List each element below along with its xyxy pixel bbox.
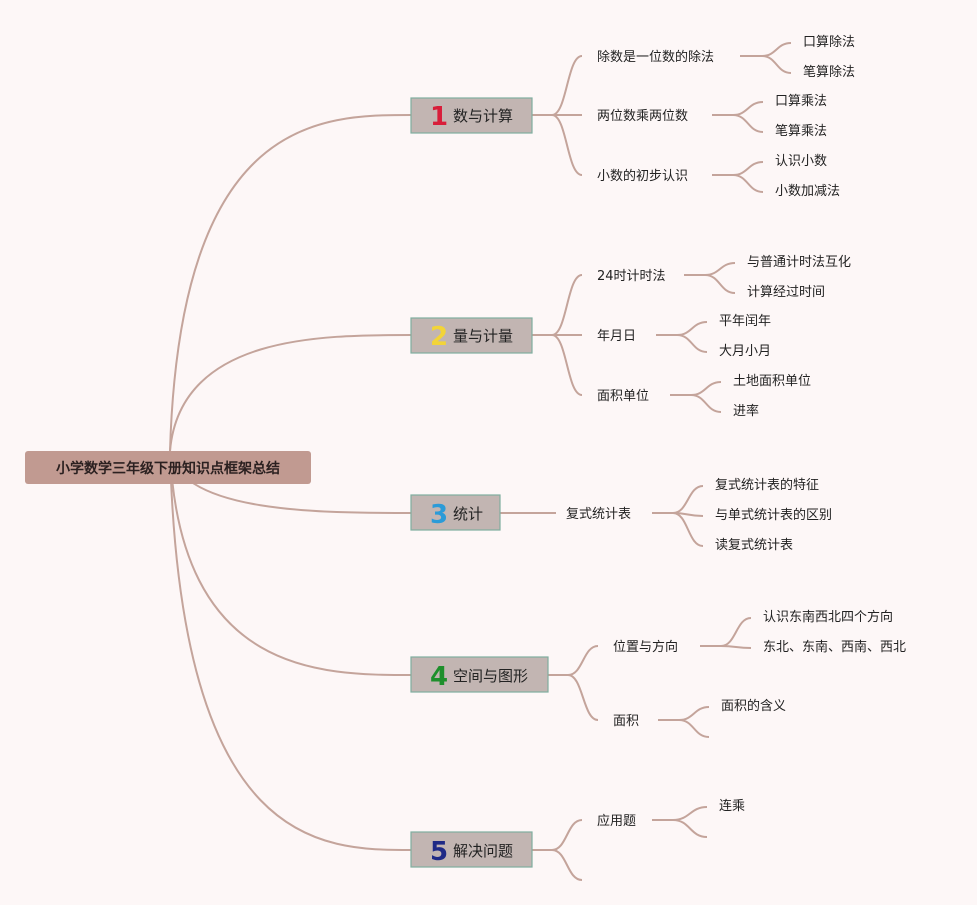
subtopic-4-2-to-leaf-1-line — [678, 706, 710, 721]
subtopic-1-2-to-leaf-1-line — [732, 101, 764, 116]
root-node[interactable]: 小学数学三年级下册知识点框架总结 — [25, 451, 311, 484]
connector-lines — [169, 42, 792, 881]
subtopic-3-1-to-leaf-1-line — [672, 485, 704, 514]
leaf-label[interactable]: 面积的含义 — [721, 698, 786, 714]
subtopic-label[interactable]: 应用题 — [597, 813, 636, 829]
subtopic-label[interactable]: 小数的初步认识 — [597, 168, 688, 184]
category-node-2[interactable]: 2 量与计量 — [410, 317, 533, 354]
subtopic-label[interactable]: 年月日 — [597, 329, 636, 344]
leaf-label[interactable]: 读复式统计表 — [715, 538, 793, 553]
subtopic-5-1-to-leaf-2-line — [672, 819, 708, 838]
leaf-label[interactable]: 笔算乘法 — [775, 123, 827, 139]
root-node-title: 小学数学三年级下册知识点框架总结 — [56, 460, 280, 477]
category-4-to-subtopic-1-line — [567, 645, 599, 676]
category-number-badge: 4 — [430, 662, 448, 692]
root-node-box — [25, 451, 311, 484]
category-4-to-subtopic-2-line — [567, 674, 599, 721]
category-5-to-subtopic-1-line — [551, 819, 583, 851]
category-number-badge: 3 — [430, 500, 448, 530]
subtopic-4-2-to-leaf-2-line — [678, 719, 710, 738]
root-to-category-2-line — [169, 334, 412, 452]
subtopic-label[interactable]: 面积 — [613, 714, 639, 729]
category-node-box — [410, 831, 533, 868]
subtopic-4-1-to-leaf-2-line — [720, 645, 752, 649]
category-number-badge: 2 — [430, 322, 448, 352]
subtopic-2-1-to-leaf-2-line — [704, 274, 736, 294]
leaf-label[interactable]: 口算乘法 — [775, 94, 827, 109]
subtopic-2-3-to-leaf-2-line — [690, 394, 722, 413]
subtopic-2-2-to-leaf-2-line — [676, 334, 708, 353]
category-node-box — [410, 97, 533, 134]
category-node-5[interactable]: 5 解决问题 — [410, 831, 533, 868]
subtopic-3-1-to-leaf-3-line — [672, 512, 704, 547]
leaf-label[interactable]: 连乘 — [719, 798, 745, 814]
leaf-label[interactable]: 复式统计表的特征 — [715, 477, 819, 493]
subtopic-4-1-to-leaf-1-line — [720, 617, 752, 647]
category-number-badge: 1 — [430, 102, 448, 132]
category-label: 统计 — [453, 505, 483, 523]
category-node-4[interactable]: 4 空间与图形 — [410, 656, 549, 693]
category-number-badge: 5 — [430, 837, 448, 867]
category-2-to-subtopic-3-line — [551, 334, 583, 396]
leaf-label[interactable]: 大月小月 — [719, 344, 771, 359]
leaf-label[interactable]: 土地面积单位 — [733, 374, 811, 389]
category-label: 数与计算 — [453, 107, 513, 125]
subtopic-label[interactable]: 24时计时法 — [597, 269, 666, 284]
leaf-nodes: 口算除法笔算除法口算乘法笔算乘法认识小数小数加减法与普通计时法互化计算经过时间平… — [715, 35, 906, 814]
category-1-to-subtopic-3-line — [551, 114, 583, 176]
subtopic-1-3-to-leaf-2-line — [732, 174, 764, 193]
root-to-category-5-line — [169, 450, 412, 851]
leaf-label[interactable]: 平年闰年 — [719, 314, 771, 329]
subtopic-1-3-to-leaf-1-line — [732, 161, 764, 176]
category-1-to-subtopic-1-line — [551, 55, 583, 116]
leaf-label[interactable]: 计算经过时间 — [747, 285, 825, 300]
root-to-category-4-line — [169, 450, 412, 676]
category-5-to-subtopic-2-line — [551, 849, 583, 881]
subtopic-label[interactable]: 面积单位 — [597, 389, 649, 404]
subtopic-2-3-to-leaf-1-line — [690, 381, 722, 396]
category-label: 空间与图形 — [453, 667, 528, 685]
category-node-box — [410, 317, 533, 354]
category-label: 量与计量 — [453, 327, 513, 345]
subtopic-1-2-to-leaf-2-line — [732, 114, 764, 133]
subtopic-label[interactable]: 位置与方向 — [613, 639, 678, 655]
root-to-category-1-line — [169, 114, 412, 452]
subtopic-2-1-to-leaf-1-line — [704, 262, 736, 276]
subtopic-label[interactable]: 两位数乘两位数 — [597, 109, 688, 124]
subtopic-label[interactable]: 除数是一位数的除法 — [597, 49, 714, 65]
category-nodes: 1 数与计算 2 量与计量 3 统计 4 空间与图形 5 解决问题 — [410, 97, 549, 868]
leaf-label[interactable]: 小数加减法 — [775, 184, 840, 199]
subtopic-5-1-to-leaf-1-line — [672, 806, 708, 821]
leaf-label[interactable]: 认识小数 — [775, 154, 827, 169]
leaf-label[interactable]: 进率 — [733, 403, 759, 419]
category-node-box — [410, 656, 549, 693]
subtopic-1-1-to-leaf-2-line — [761, 55, 792, 74]
leaf-label[interactable]: 与普通计时法互化 — [747, 255, 851, 270]
leaf-label[interactable]: 认识东南西北四个方向 — [763, 609, 893, 625]
leaf-label[interactable]: 与单式统计表的区别 — [715, 507, 832, 523]
subtopic-label[interactable]: 复式统计表 — [566, 507, 631, 522]
category-label: 解决问题 — [453, 842, 513, 860]
category-node-1[interactable]: 1 数与计算 — [410, 97, 533, 134]
category-node-box — [410, 494, 501, 531]
leaf-label[interactable]: 笔算除法 — [803, 64, 855, 80]
subtopic-1-1-to-leaf-1-line — [761, 42, 792, 57]
subtopic-2-2-to-leaf-1-line — [676, 321, 708, 336]
leaf-label[interactable]: 口算除法 — [803, 35, 855, 50]
category-node-3[interactable]: 3 统计 — [410, 494, 501, 531]
leaf-label[interactable]: 东北、东南、西南、西北 — [763, 639, 906, 655]
category-2-to-subtopic-1-line — [551, 274, 583, 336]
